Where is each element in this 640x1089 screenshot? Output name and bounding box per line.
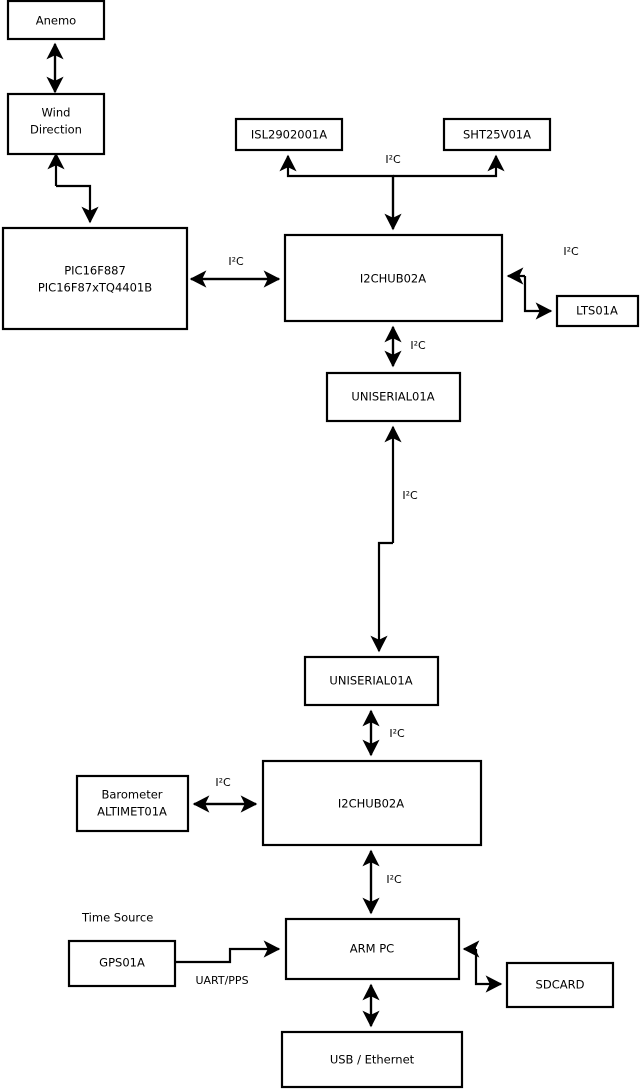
- node-uniserial01a-bottom-label: UNISERIAL01A: [329, 674, 412, 688]
- edge-label-sensors-i2c: I²C: [385, 153, 401, 166]
- edge-label-lts-i2c: I²C: [563, 245, 579, 258]
- node-barometer-label-line1: Barometer: [101, 788, 162, 802]
- node-pic-microcontroller[interactable]: PIC16F887 PIC16F87xTQ4401B: [1, 226, 189, 331]
- edge-hub-top-sensors: [279, 154, 505, 231]
- edge-label-uniserial-link-i2c: I²C: [402, 489, 418, 502]
- node-wind-direction-label-line2: Direction: [30, 123, 82, 137]
- node-usb-ethernet-label: USB / Ethernet: [330, 1053, 415, 1067]
- node-barometer-altimet01a[interactable]: Barometer ALTIMET01A: [75, 774, 190, 833]
- edge-label-hub-armpc-i2c: I²C: [386, 873, 402, 886]
- node-sht25v01a-label: SHT25V01A: [463, 128, 531, 142]
- node-wind-direction[interactable]: Wind Direction: [6, 92, 106, 156]
- edge-label-hub-uniserial-i2c: I²C: [410, 339, 426, 352]
- node-arm-pc[interactable]: ARM PC: [284, 917, 461, 981]
- edge-label-pic-hub-i2c: I²C: [228, 255, 244, 268]
- node-lts01a-label: LTS01A: [576, 304, 618, 318]
- node-uniserial01a-bottom[interactable]: UNISERIAL01A: [303, 655, 440, 707]
- node-i2chub02a-top[interactable]: I2CHUB02A: [283, 233, 504, 323]
- node-sdcard-label: SDCARD: [536, 978, 585, 992]
- edge-hub-top-lts: [506, 267, 553, 320]
- edge-uniserial-top-uniserial-bottom: [370, 425, 402, 653]
- label-time-source: Time Source: [81, 911, 153, 925]
- edge-label-unibot-hub-i2c: I²C: [389, 727, 405, 740]
- node-anemo[interactable]: Anemo: [6, 0, 106, 41]
- node-pic-label-line1: PIC16F887: [64, 264, 126, 278]
- edge-label-uart-pps: UART/PPS: [195, 974, 248, 987]
- node-sdcard[interactable]: SDCARD: [505, 961, 615, 1009]
- node-lts01a[interactable]: LTS01A: [555, 294, 640, 328]
- node-i2chub02a-bottom-label: I2CHUB02A: [338, 797, 404, 811]
- node-isl2902001a[interactable]: ISL2902001A: [234, 117, 344, 152]
- node-wind-direction-label-line1: Wind: [42, 106, 71, 120]
- node-i2chub02a-bottom[interactable]: I2CHUB02A: [261, 759, 483, 847]
- edge-arm-pc-sdcard: [462, 940, 503, 993]
- node-uniserial01a-top[interactable]: UNISERIAL01A: [325, 371, 462, 423]
- node-anemo-label: Anemo: [36, 14, 76, 28]
- node-uniserial01a-top-label: UNISERIAL01A: [351, 390, 434, 404]
- node-isl2902001a-label: ISL2902001A: [251, 128, 327, 142]
- node-sht25v01a[interactable]: SHT25V01A: [442, 117, 552, 152]
- node-arm-pc-label: ARM PC: [350, 942, 394, 956]
- edge-gps-arm-pc: [176, 940, 281, 964]
- node-i2chub02a-top-label: I2CHUB02A: [360, 272, 426, 286]
- edge-label-baro-i2c: I²C: [215, 776, 231, 789]
- node-usb-ethernet[interactable]: USB / Ethernet: [280, 1030, 464, 1089]
- node-pic-label-line2: PIC16F87xTQ4401B: [38, 281, 152, 295]
- node-gps01a-label: GPS01A: [99, 956, 145, 970]
- node-gps01a[interactable]: GPS01A: [67, 939, 177, 988]
- edge-wind-direction-pic: [47, 152, 99, 224]
- node-barometer-label-line2: ALTIMET01A: [97, 805, 167, 819]
